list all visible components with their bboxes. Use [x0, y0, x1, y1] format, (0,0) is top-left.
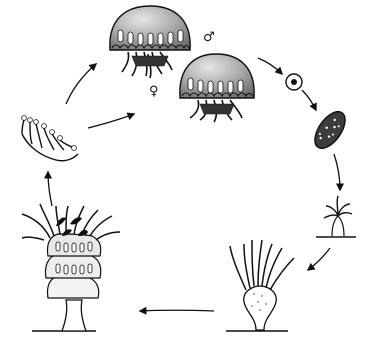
female-symbol-label: ♀ — [149, 85, 159, 98]
arrow-young-polyp-to-polyp — [308, 248, 330, 270]
arrow-planula-to-young-polyp — [334, 154, 340, 190]
male-symbol-label: ♂ — [203, 31, 215, 44]
arrow-egg-to-planula — [302, 90, 316, 110]
arrow-ephyra-to-male-medusa — [88, 114, 134, 128]
arrow-ephyra-to-female-medusa — [66, 64, 96, 104]
arrow-male-medusa-to-egg — [258, 58, 282, 74]
young-polyp — [316, 196, 356, 237]
female-medusa — [110, 6, 190, 78]
ephyra — [22, 116, 78, 161]
planula-larva — [309, 106, 351, 153]
fertilized-egg — [286, 74, 302, 90]
polyp — [226, 240, 294, 331]
arrow-strobila-to-ephyra — [48, 172, 52, 206]
male-medusa — [180, 54, 254, 122]
arrow-polyp-to-strobila — [140, 310, 214, 311]
strobila — [22, 204, 120, 331]
